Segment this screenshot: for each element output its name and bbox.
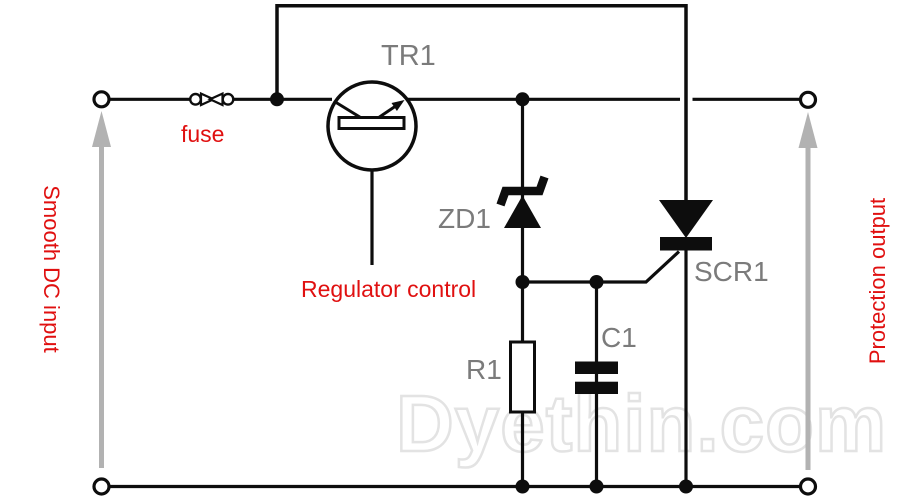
fuse-right-triangle (207, 91, 224, 107)
resistor-symbol (509, 340, 536, 414)
thyristor-label: SCR1 (694, 256, 769, 287)
transistor-symbol (326, 80, 418, 172)
terminals (92, 90, 818, 496)
junction-dot (270, 92, 284, 107)
transistor-emitter-arrowhead (391, 100, 405, 111)
fuse-right-circle (221, 92, 235, 106)
wire-scr-gate (522, 250, 681, 284)
transistor-label: TR1 (381, 40, 436, 72)
regulator-control-label: Regulator control (301, 276, 477, 302)
junction-dot (515, 275, 530, 289)
transistor-base-bar (337, 116, 406, 130)
zener-diode-symbol (496, 175, 549, 228)
zener-anode-triangle (504, 195, 541, 228)
output-flow-arrow (798, 112, 818, 470)
capacitor-bottom-plate (575, 381, 618, 394)
fuse-symbol (188, 91, 235, 107)
output-label: Protection output (865, 197, 890, 365)
junction-dot (589, 275, 604, 289)
capacitor-label: C1 (601, 322, 637, 353)
junction-dot (515, 92, 530, 107)
scr-symbol (659, 200, 713, 251)
junction-dots (270, 92, 693, 494)
zener-label: ZD1 (438, 203, 491, 234)
junction-dot (515, 479, 530, 494)
zener-cathode-bar (496, 175, 549, 207)
junction-dot (679, 479, 693, 494)
wire-crowbar-loop (275, 4, 688, 205)
junction-dot (589, 479, 604, 494)
capacitor-symbol (575, 361, 618, 394)
input-label: Smooth DC input (39, 185, 64, 353)
fuse-left-circle (188, 92, 202, 106)
scr-anode-triangle (659, 200, 713, 238)
terminal-input-negative (92, 477, 111, 496)
watermark: Dyethin.com (395, 378, 888, 470)
fuse-label: fuse (181, 121, 225, 147)
input-flow-arrow (92, 111, 111, 468)
terminal-output-negative (798, 477, 818, 496)
resistor-label: R1 (466, 354, 502, 385)
scr-cathode-bar (660, 237, 712, 251)
terminal-output-positive (798, 90, 818, 109)
capacitor-top-plate (575, 361, 618, 374)
terminal-input-positive (92, 90, 111, 109)
